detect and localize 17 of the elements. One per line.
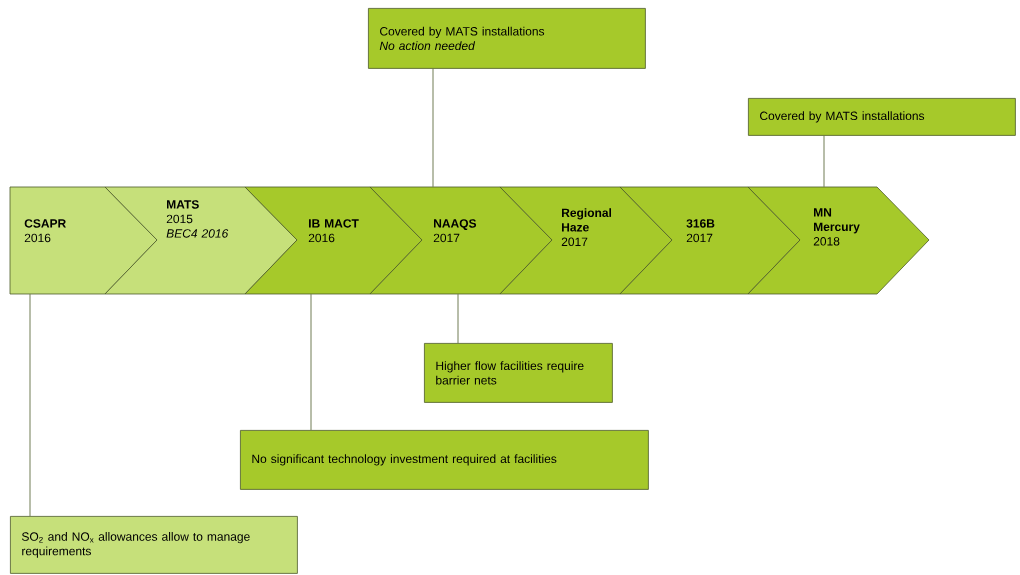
callout-box: Higher flow facilities require barrier nets: [424, 343, 613, 403]
timeline-step: IB MACT 2016: [244, 186, 423, 295]
callout-box: Covered by MATS installations: [748, 98, 1016, 136]
callout-box: SO$_{2}$ and NO$_{x}$ allowances allow to manage requirements: [10, 516, 298, 574]
timeline-step: MATS 2015 BEC4 2016: [104, 186, 298, 295]
leader-line: [823, 135, 825, 188]
leader-line: [457, 293, 459, 344]
leader-line: [29, 293, 31, 517]
timeline-step: CSAPR 2016: [9, 186, 158, 295]
callout-box: No significant technology investment required at facilities: [240, 430, 649, 490]
leader-line: [310, 293, 312, 431]
timeline-step: 316B 2017: [619, 186, 801, 295]
callout-box: Covered by MATS installations No action needed: [368, 8, 646, 69]
leader-line: [432, 68, 434, 188]
timeline-step: NAAQS 2017: [369, 186, 553, 295]
timeline-step: Regional Haze 2017: [499, 186, 673, 295]
timeline-step: MN Mercury 2018: [747, 186, 930, 295]
